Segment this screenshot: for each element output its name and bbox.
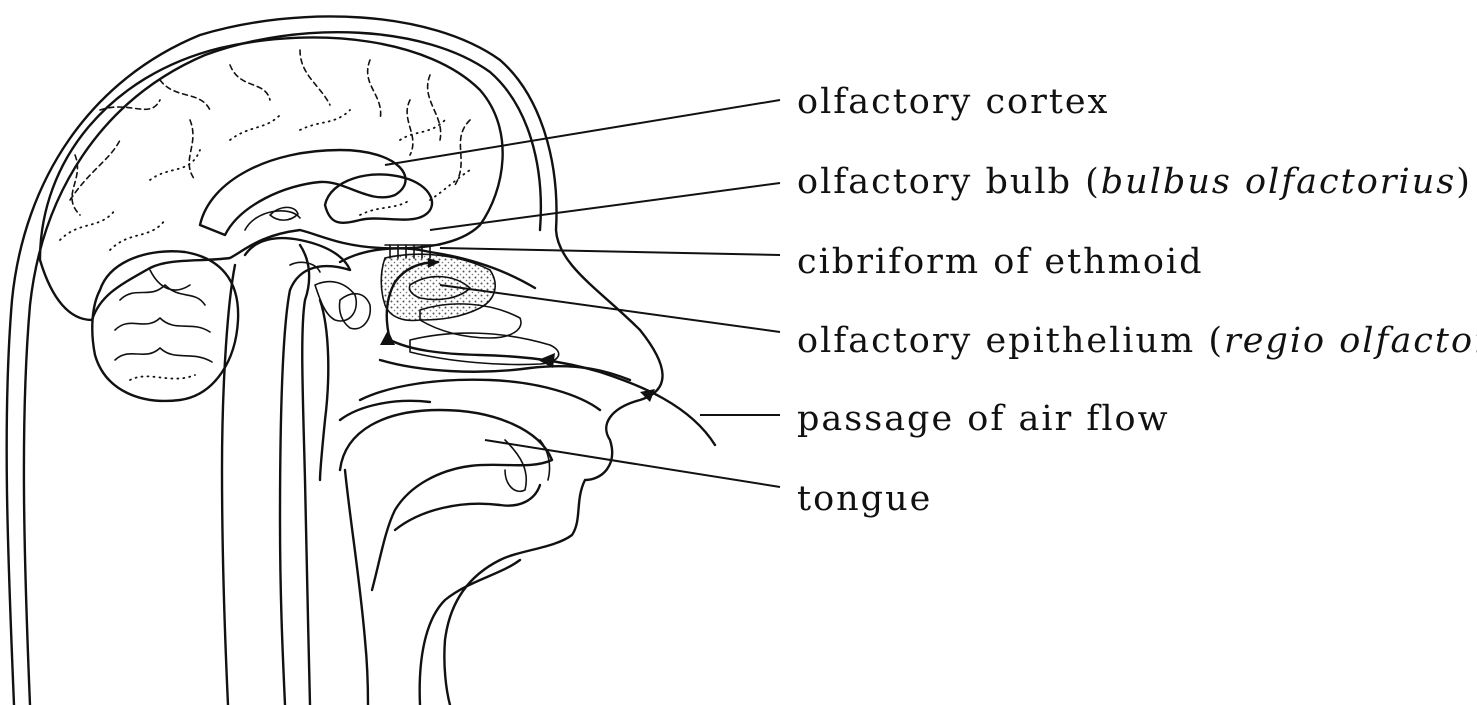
- label-olfactory-bulb: olfactory bulb (bulbus olfactorius): [797, 162, 1472, 202]
- brainstem: [222, 238, 350, 705]
- label-cribriform-of-ethmoid: cibriform of ethmoid: [797, 242, 1204, 282]
- oral-cavity: [320, 300, 552, 705]
- olfactory-epithelium-region: [381, 254, 495, 320]
- cerebellum: [92, 251, 238, 401]
- label-tongue: tongue: [797, 479, 932, 519]
- labels: olfactory cortex olfactory bulb (bulbus …: [797, 82, 1477, 519]
- tongue-shape: [340, 410, 552, 590]
- label-olfactory-cortex: olfactory cortex: [797, 82, 1109, 122]
- label-olfactory-epithelium: olfactory epithelium (regio olfactoria): [797, 321, 1477, 361]
- label-passage-of-air-flow: passage of air flow: [797, 399, 1170, 439]
- nasal-cavity: [315, 245, 630, 420]
